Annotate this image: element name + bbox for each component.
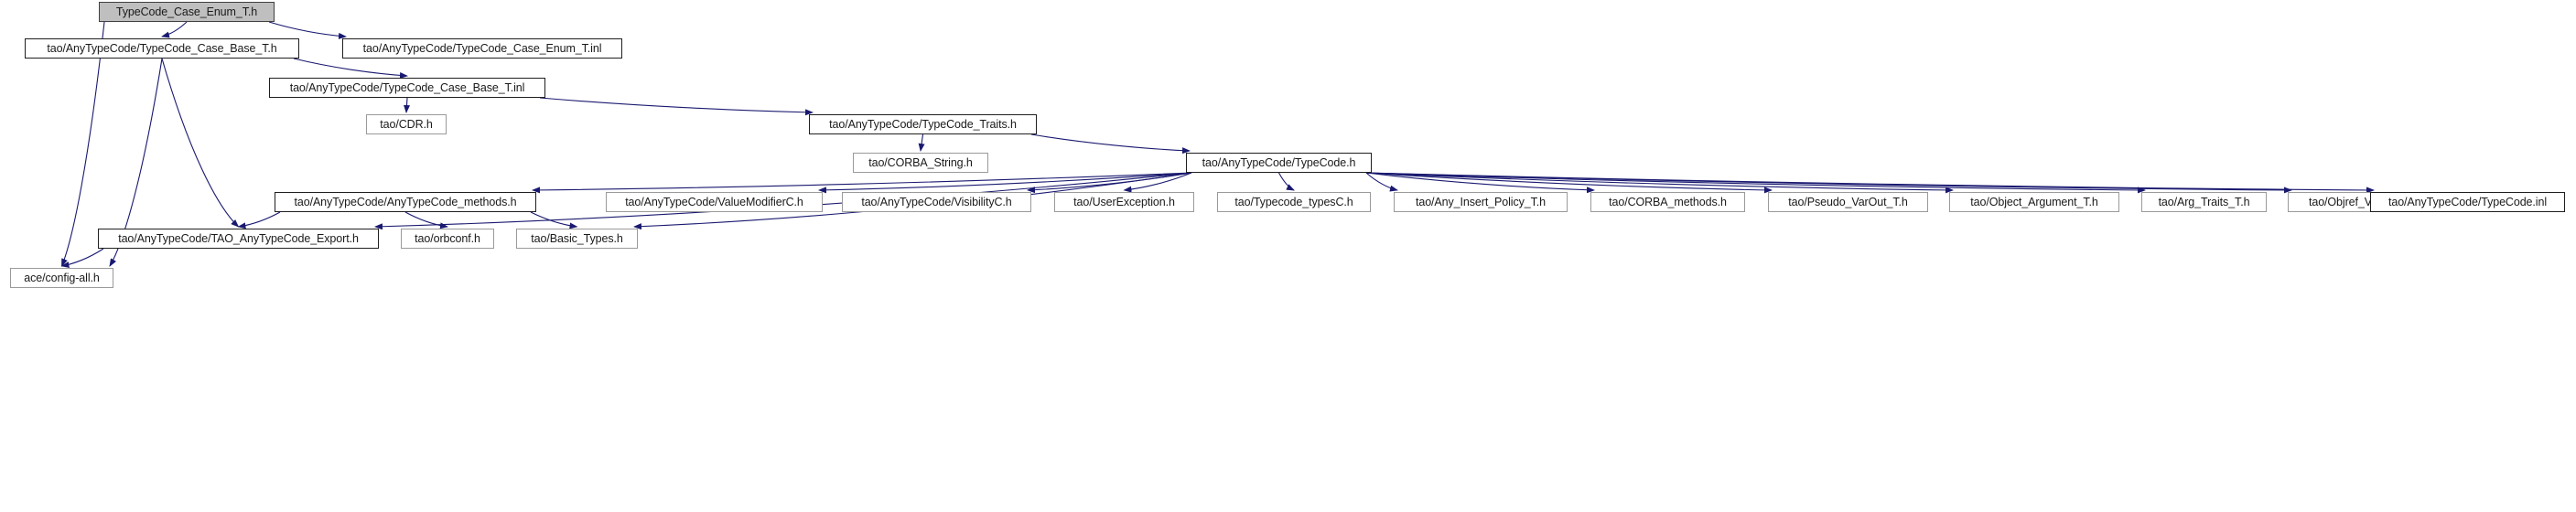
graph-node-label: tao/orbconf.h: [415, 231, 480, 245]
graph-node-label: tao/UserException.h: [1073, 195, 1175, 208]
graph-edge: [1123, 173, 1192, 193]
graph-node-label: tao/AnyTypeCode/TypeCode_Case_Enum_T.inl: [362, 41, 602, 55]
graph-node[interactable]: tao/orbconf.h: [401, 229, 494, 249]
graph-node-label: tao/CORBA_String.h: [868, 155, 973, 169]
graph-node[interactable]: tao/CORBA_String.h: [853, 153, 988, 173]
graph-edge: [1366, 173, 1398, 192]
graph-edge: [1366, 173, 2292, 194]
graph-node[interactable]: TypeCode_Case_Enum_T.h: [99, 2, 275, 22]
graph-node-label: tao/AnyTypeCode/VisibilityC.h: [861, 195, 1012, 208]
graph-node-label: tao/AnyTypeCode/TypeCode_Case_Base_T.inl: [289, 80, 525, 94]
graph-node[interactable]: tao/AnyTypeCode/AnyTypeCode_methods.h: [275, 192, 536, 212]
graph-node-label: tao/AnyTypeCode/ValueModifierC.h: [625, 195, 803, 208]
graph-edge: [531, 212, 578, 229]
graph-edge: [1366, 173, 1773, 194]
graph-edge: [1366, 173, 1595, 194]
graph-node[interactable]: tao/AnyTypeCode/VisibilityC.h: [842, 192, 1031, 212]
graph-node[interactable]: ace/config-all.h: [10, 268, 113, 288]
graph-node[interactable]: tao/AnyTypeCode/TAO_AnyTypeCode_Export.h: [98, 229, 379, 249]
graph-node[interactable]: tao/AnyTypeCode/TypeCode_Case_Enum_T.inl: [342, 38, 622, 59]
graph-node-label: tao/Arg_Traits_T.h: [2158, 195, 2250, 208]
graph-edge: [294, 59, 408, 79]
graph-node[interactable]: tao/AnyTypeCode/TypeCode.inl: [2370, 192, 2565, 212]
graph-node-label: tao/Any_Insert_Policy_T.h: [1415, 195, 1547, 208]
graph-node-label: tao/Pseudo_VarOut_T.h: [1788, 195, 1908, 208]
graph-edge: [1031, 134, 1191, 155]
graph-edge: [60, 249, 104, 269]
graph-node[interactable]: tao/AnyTypeCode/TypeCode_Case_Base_T.inl: [269, 78, 545, 98]
graph-node-label: tao/Basic_Types.h: [531, 231, 623, 245]
graph-node-label: tao/AnyTypeCode/TAO_AnyTypeCode_Export.h: [118, 231, 359, 245]
graph-node[interactable]: tao/Object_Argument_T.h: [1949, 192, 2119, 212]
graph-edge: [162, 59, 240, 228]
graph-node[interactable]: tao/UserException.h: [1054, 192, 1194, 212]
graph-node-label: tao/CDR.h: [380, 117, 433, 131]
graph-node[interactable]: tao/AnyTypeCode/TypeCode.h: [1186, 153, 1372, 173]
graph-node-label: ace/config-all.h: [24, 271, 100, 284]
graph-edge: [540, 98, 814, 116]
graph-edge: [405, 212, 448, 229]
graph-node[interactable]: tao/AnyTypeCode/TypeCode_Traits.h: [809, 114, 1037, 134]
graph-node-label: tao/AnyTypeCode/TypeCode.h: [1202, 155, 1356, 169]
graph-node[interactable]: tao/AnyTypeCode/TypeCode_Case_Base_T.h: [25, 38, 299, 59]
graph-node[interactable]: tao/Pseudo_VarOut_T.h: [1768, 192, 1928, 212]
graph-node[interactable]: tao/CORBA_methods.h: [1590, 192, 1745, 212]
graph-node-label: tao/AnyTypeCode/TypeCode_Case_Base_T.h: [47, 41, 277, 55]
graph-node[interactable]: tao/Any_Insert_Policy_T.h: [1394, 192, 1568, 212]
graph-edge: [161, 22, 187, 38]
graph-node-label: TypeCode_Case_Enum_T.h: [115, 5, 258, 18]
graph-edge: [1366, 173, 2375, 194]
graph-node-label: tao/AnyTypeCode/TypeCode.inl: [2387, 195, 2547, 208]
graph-node-label: tao/AnyTypeCode/TypeCode_Traits.h: [829, 117, 1017, 131]
graph-edge: [269, 22, 347, 39]
graph-node[interactable]: tao/CDR.h: [366, 114, 447, 134]
graph-node[interactable]: tao/Basic_Types.h: [516, 229, 638, 249]
graph-node[interactable]: tao/Typecode_typesC.h: [1217, 192, 1371, 212]
graph-node-label: tao/CORBA_methods.h: [1609, 195, 1727, 208]
graph-edge: [1366, 173, 1954, 194]
graph-edge: [818, 173, 1191, 194]
graph-edge: [404, 98, 410, 113]
graph-node-label: tao/Typecode_typesC.h: [1234, 195, 1353, 208]
graph-edge: [1279, 173, 1295, 190]
graph-edge: [532, 173, 1191, 194]
graph-edge: [1366, 173, 2146, 194]
graph-node[interactable]: tao/AnyTypeCode/ValueModifierC.h: [606, 192, 823, 212]
graph-edge: [918, 134, 925, 152]
graph-node[interactable]: tao/Arg_Traits_T.h: [2141, 192, 2267, 212]
graph-edge: [1027, 173, 1191, 194]
graph-edge: [237, 212, 281, 229]
graph-node-label: tao/Object_Argument_T.h: [1970, 195, 2098, 208]
graph-node-label: tao/AnyTypeCode/AnyTypeCode_methods.h: [294, 195, 517, 208]
